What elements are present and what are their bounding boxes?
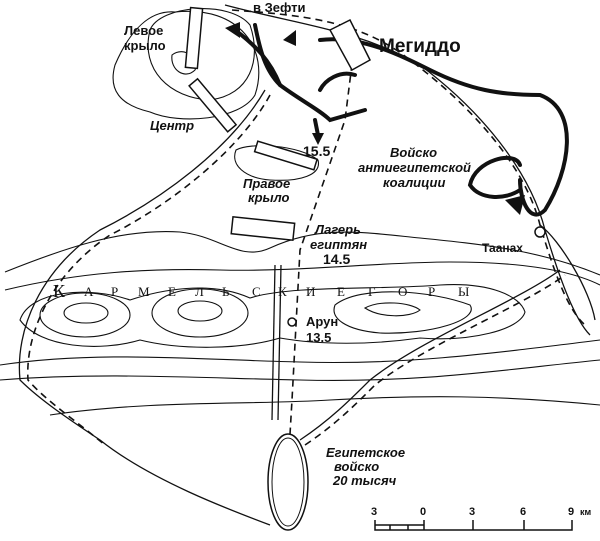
label-left-wing-2: крыло bbox=[124, 38, 166, 53]
mountain-letter: М bbox=[138, 284, 150, 299]
label-to-zefti: в Зефти bbox=[253, 0, 306, 15]
scale-tick: 3 bbox=[371, 506, 377, 518]
mountain-letter: А bbox=[84, 284, 94, 299]
scale-tick: 6 bbox=[520, 506, 526, 518]
label-coalition-2: антиегипетской bbox=[358, 160, 471, 175]
label-egyptian-army-2: войско bbox=[334, 459, 379, 474]
army-units bbox=[184, 6, 546, 531]
scale-unit: км bbox=[580, 507, 592, 517]
label-arun-date: 13.5 bbox=[306, 330, 331, 345]
label-camp-date: 14.5 bbox=[323, 251, 350, 267]
movement-arrows bbox=[225, 22, 569, 217]
scale-tick: 0 bbox=[420, 506, 426, 518]
scale-tick: 9 bbox=[568, 506, 574, 518]
carmel-contours bbox=[0, 230, 600, 416]
roads bbox=[18, 4, 596, 526]
label-megiddo: Мегиддо bbox=[379, 36, 461, 57]
mountain-letter: Ь bbox=[222, 284, 230, 299]
label-taanach: Таанах bbox=[482, 241, 523, 255]
label-right-wing-date: 15.5 bbox=[303, 143, 330, 159]
label-center: Центр bbox=[150, 118, 194, 133]
label-egyptian-army-3: 20 тысяч bbox=[332, 473, 397, 488]
mountain-letter: Е bbox=[168, 284, 176, 299]
label-carmel-mountains: К А Р М Е Л Ь С К И Е Г О Р Ы bbox=[53, 281, 469, 301]
mountain-letter: Р bbox=[111, 284, 118, 299]
scale-tick: 3 bbox=[469, 506, 475, 518]
mountain-letter: И bbox=[306, 284, 315, 299]
mountain-letter: О bbox=[398, 284, 407, 299]
mountain-letter: Е bbox=[337, 284, 345, 299]
label-camp-1: Лагерь bbox=[314, 222, 361, 237]
label-egyptian-army-1: Египетское bbox=[326, 445, 405, 460]
scale-bar: 3 0 3 6 9 км bbox=[371, 506, 592, 531]
mountain-letter: К bbox=[278, 284, 287, 299]
mountain-letter: Л bbox=[195, 284, 204, 299]
mountain-letter: К bbox=[53, 281, 66, 301]
mountain-letter: Р bbox=[428, 284, 435, 299]
mountain-letter: С bbox=[252, 284, 261, 299]
hill-contours bbox=[112, 8, 319, 181]
label-arun: Арун bbox=[306, 314, 338, 329]
label-coalition-1: Войско bbox=[390, 145, 437, 160]
mountain-letter: Ы bbox=[458, 284, 469, 299]
label-coalition-3: коалиции bbox=[383, 175, 445, 190]
mountain-letter: Г bbox=[368, 284, 376, 299]
label-right-wing-1: Правое bbox=[243, 176, 290, 191]
label-camp-2: египтян bbox=[310, 237, 367, 252]
label-left-wing-1: Левое bbox=[124, 23, 163, 38]
label-right-wing-2: крыло bbox=[248, 190, 290, 205]
